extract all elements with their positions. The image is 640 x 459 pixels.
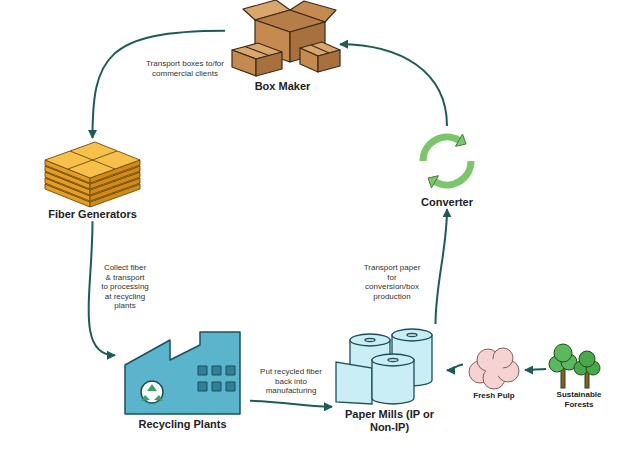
edge-label: Collect fiber & transport to processing … bbox=[100, 262, 150, 312]
paper-rolls bbox=[336, 329, 432, 404]
paper-mills-node: Paper Mills (IP or Non-IP) bbox=[332, 324, 447, 434]
edge-label: Transport paper for conversion/box produ… bbox=[360, 262, 424, 302]
fiber-generators-node: Fiber Generators bbox=[30, 138, 155, 221]
node-label: Fiber Generators bbox=[30, 208, 155, 221]
flow-arrow bbox=[525, 369, 546, 370]
edge-label: Transport boxes to/for commercial client… bbox=[145, 58, 225, 79]
fresh-pulp-node: Fresh Pulp bbox=[463, 345, 525, 401]
edge-label: Put recycled fiber back into manufacturi… bbox=[252, 366, 330, 397]
flow-arrow bbox=[436, 209, 448, 324]
converter-node: Converter bbox=[397, 126, 497, 209]
node-label: Paper Mills (IP or Non-IP) bbox=[332, 408, 447, 434]
fresh-pulp-cloud bbox=[469, 348, 519, 389]
flow-arrow bbox=[447, 364, 463, 370]
flow-arrow bbox=[250, 401, 332, 407]
recycling-plants-node: Recycling Plants bbox=[115, 330, 250, 431]
cardboard-sheet-stack bbox=[45, 142, 140, 207]
cardboard-boxes bbox=[232, 0, 340, 76]
flow-arrow bbox=[93, 31, 226, 138]
recycling-plant-building bbox=[125, 332, 240, 414]
flow-arrow bbox=[340, 44, 447, 126]
node-label: Converter bbox=[397, 196, 497, 209]
node-label: Sustainable Forests bbox=[546, 390, 612, 409]
node-label: Fresh Pulp bbox=[463, 391, 525, 401]
node-label: Box Maker bbox=[225, 80, 340, 93]
node-label: Recycling Plants bbox=[115, 418, 250, 431]
forest-trees bbox=[549, 344, 600, 388]
box-maker-node: Box Maker bbox=[225, 4, 340, 93]
converter-cycle-arrows bbox=[423, 134, 471, 188]
forests-node: Sustainable Forests bbox=[546, 342, 612, 409]
